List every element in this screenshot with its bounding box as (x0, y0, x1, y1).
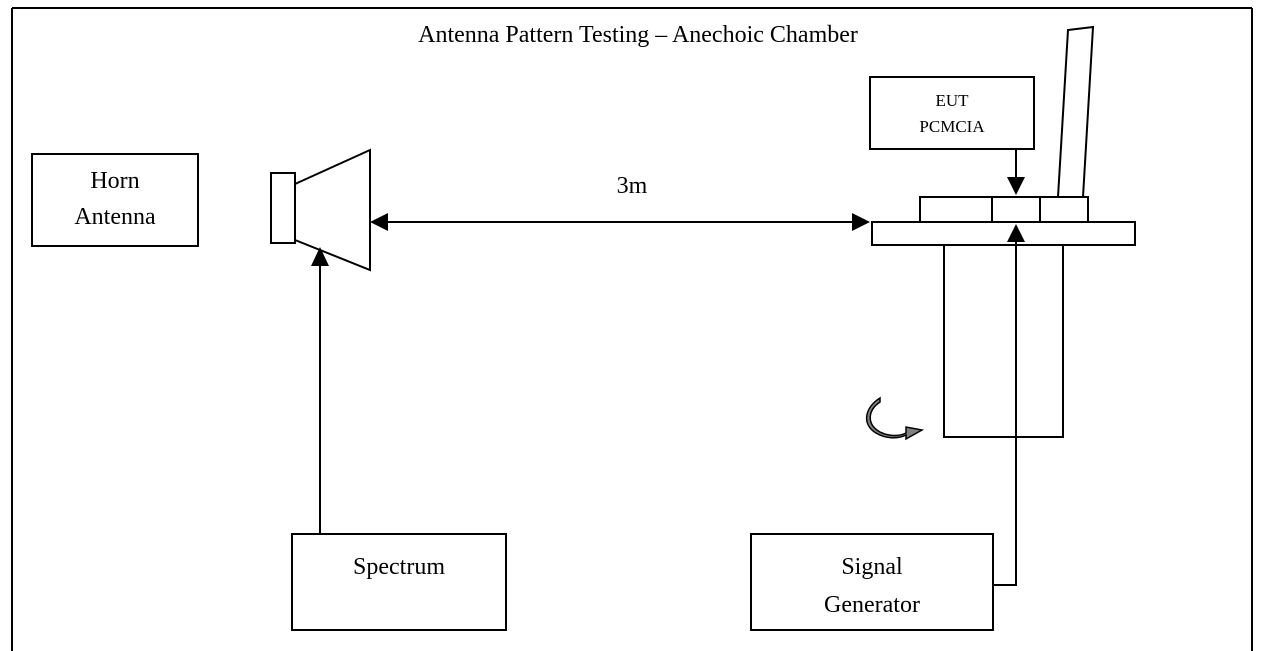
spectrum-arrowhead-icon (311, 247, 329, 266)
eut-label-line2: PCMCIA (919, 117, 985, 136)
diagram-title: Antenna Pattern Testing – Anechoic Chamb… (418, 22, 858, 48)
distance-arrowhead-left-icon (370, 213, 388, 231)
pcmcia-card-right (1039, 196, 1089, 223)
signal-generator-cable (993, 240, 1017, 586)
eut-box (869, 76, 1035, 150)
horn-antenna-icon (294, 148, 371, 272)
horn-antenna-label-line1: Horn (90, 168, 139, 194)
signal-generator-arrowhead-icon (1007, 224, 1025, 242)
distance-label: 3m (617, 173, 648, 199)
spectrum-label: Spectrum (353, 554, 445, 580)
horn-antenna-label-line2: Antenna (74, 204, 156, 230)
pcmcia-card-middle (991, 196, 1041, 223)
rotation-arrow-icon (866, 396, 925, 441)
distance-arrowhead-right-icon (852, 213, 870, 231)
signal-generator-box (750, 533, 994, 631)
signal-generator-label-line2: Generator (824, 592, 920, 618)
horn-antenna-box (31, 153, 199, 247)
turntable-base (943, 244, 1064, 438)
horn-antenna-feed (270, 172, 296, 244)
eut-antenna-icon (1056, 25, 1095, 198)
eut-label-line1: EUT (935, 91, 969, 110)
eut-arrowhead-icon (1007, 177, 1025, 195)
turntable-top (871, 221, 1136, 246)
spectrum-box (291, 533, 507, 631)
signal-generator-label-line1: Signal (841, 554, 903, 580)
pcmcia-card-left (919, 196, 993, 223)
